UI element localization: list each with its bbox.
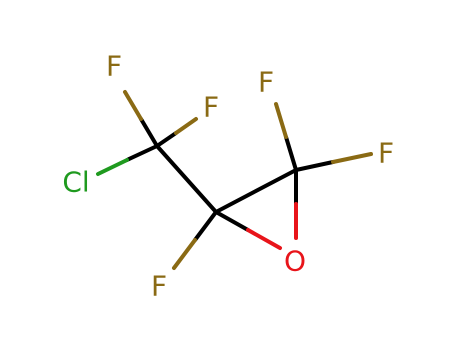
bond-c2-o-hetero	[246, 228, 282, 250]
atom-f-top-left: F	[106, 50, 122, 83]
bond-c1-f-right	[155, 131, 178, 148]
bond-c2-f-bottom	[193, 210, 218, 242]
bond-c2-c3	[214, 168, 298, 214]
bonds	[96, 90, 373, 270]
bond-c3-f-top-hetero	[274, 102, 288, 139]
bond-c1-c2	[155, 144, 218, 214]
atom-f-top-right: F	[258, 66, 274, 99]
bond-c1-cl	[125, 144, 159, 162]
bond-c1-cl-hetero	[96, 158, 129, 176]
bond-c2-o	[214, 210, 250, 232]
bond-c1-f-top-hetero	[123, 90, 143, 121]
atom-labels: F F Cl F F F O	[62, 50, 394, 303]
bond-c2-f-bottom-hetero	[172, 238, 197, 270]
atom-f-right: F	[378, 137, 394, 170]
atom-f-upper-middle: F	[203, 91, 219, 124]
bond-c3-f-right-hetero	[331, 152, 373, 164]
atom-f-bottom-left: F	[151, 270, 167, 303]
atom-oxygen: O	[284, 245, 306, 278]
bond-c1-f-right-hetero	[174, 117, 198, 135]
bond-c3-f-right	[294, 160, 335, 172]
bond-c3-f-top	[284, 135, 298, 172]
atom-cl: Cl	[62, 166, 89, 199]
bond-c1-f-top	[139, 117, 159, 148]
